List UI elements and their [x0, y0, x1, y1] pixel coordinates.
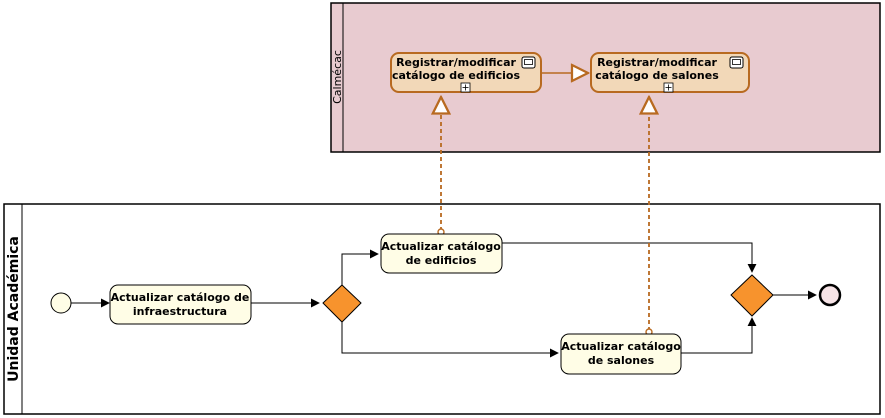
- subprocess-label-line2: catálogo de salones: [595, 69, 719, 82]
- monitor-icon: [729, 56, 744, 69]
- task-label-line1: Actualizar catálogo de: [111, 291, 250, 304]
- monitor-icon: [521, 56, 536, 69]
- exclusive-gateway-join[interactable]: [730, 274, 774, 317]
- task-actualizar-edificios[interactable]: Actualizar catálogo de edificios: [380, 233, 503, 274]
- task-label-line1: Actualizar catálogo: [561, 340, 681, 353]
- expand-plus-icon[interactable]: [663, 82, 674, 93]
- task-label-line2: de salones: [588, 354, 655, 367]
- pool-calmecac-label: Calmécac: [331, 50, 344, 104]
- expand-plus-icon[interactable]: [460, 82, 471, 93]
- flow-gateway-to-edificios: [341, 249, 379, 285]
- pool-unidad-academica: Unidad Académica: [3, 203, 881, 415]
- task-label-line2: de edificios: [406, 254, 477, 267]
- sequence-flows: [71, 242, 817, 358]
- task-actualizar-infraestructura[interactable]: Actualizar catálogo de infraestructura: [109, 284, 252, 325]
- subprocess-registrar-edificios[interactable]: Registrar/modificar catálogo de edificio…: [390, 52, 542, 93]
- task-label-line1: Actualizar catálogo: [381, 240, 501, 253]
- subprocess-label-line2: catálogo de edificios: [392, 69, 520, 82]
- flow-gateway-to-salones: [341, 321, 559, 358]
- exclusive-gateway-split[interactable]: [322, 284, 362, 323]
- pool-unidad-label: Unidad Académica: [6, 236, 22, 382]
- flow-salones-to-join: [681, 317, 757, 354]
- flow-edificios-to-join: [502, 242, 757, 273]
- subprocess-registrar-salones[interactable]: Registrar/modificar catálogo de salones: [590, 52, 750, 93]
- subprocess-label-line1: Registrar/modificar: [396, 56, 516, 69]
- message-flows: [441, 97, 649, 331]
- task-actualizar-salones[interactable]: Actualizar catálogo de salones: [560, 333, 682, 375]
- subprocess-label-line1: Registrar/modificar: [597, 56, 717, 69]
- task-label-line2: infraestructura: [133, 305, 227, 318]
- start-event[interactable]: [50, 292, 72, 314]
- end-event[interactable]: [818, 283, 842, 307]
